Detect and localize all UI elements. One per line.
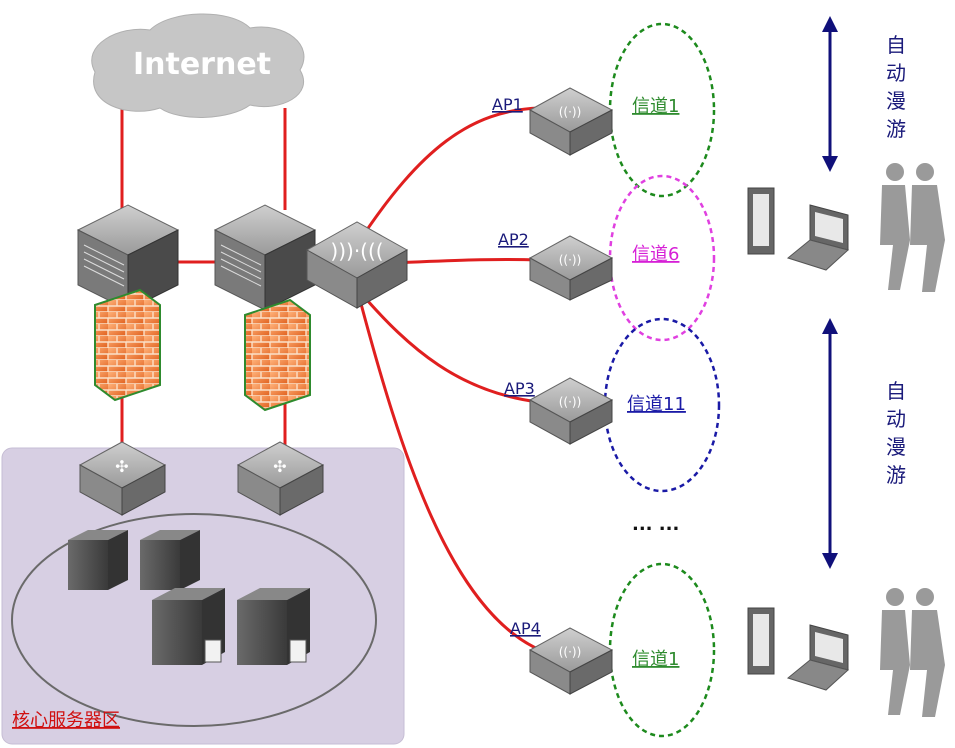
ap3-label: AP3	[504, 379, 535, 398]
server-4-icon	[237, 588, 310, 665]
svg-text:自: 自	[886, 379, 906, 403]
svg-text:动: 动	[886, 407, 906, 431]
svg-text:✣: ✣	[273, 457, 286, 476]
svg-text:✣: ✣	[115, 457, 128, 476]
channel-label-ap3: 信道11	[627, 394, 686, 415]
firewall-right	[244, 298, 311, 412]
people-icon-bottom	[880, 588, 945, 717]
channel-label-ap4: 信道1	[632, 649, 679, 670]
roaming-label-top: 自 动 漫 游	[886, 33, 906, 141]
laptop-icon-bottom	[786, 624, 850, 691]
server-3-icon	[152, 588, 225, 665]
internet-label: Internet	[133, 47, 271, 82]
tablet-icon-top	[747, 187, 775, 255]
svg-text:漫: 漫	[886, 435, 906, 459]
laptop-icon-top	[786, 204, 850, 271]
core-switch-right	[213, 204, 317, 311]
core-switch-left	[76, 204, 180, 311]
tablet-icon-bottom	[747, 607, 775, 675]
wireless-controller-icon: )))·(((	[305, 221, 409, 309]
firewall-left	[94, 288, 161, 402]
svg-text:自: 自	[886, 33, 906, 57]
network-links	[120, 106, 541, 652]
access-switch-left: ✣	[78, 441, 167, 516]
core-zone-label: 核心服务器区	[12, 710, 120, 731]
svg-text:)))·(((: )))·(((	[330, 239, 383, 263]
roaming-arrow-top	[822, 16, 838, 172]
server-1-icon	[68, 530, 128, 590]
svg-text:游: 游	[886, 117, 906, 141]
svg-text:游: 游	[886, 463, 906, 487]
channel-label-ap2: 信道6	[632, 244, 679, 265]
ap4-icon: ((·))	[528, 627, 614, 695]
server-2-icon	[140, 530, 200, 590]
roaming-arrow-bottom	[822, 318, 838, 569]
roaming-label-bottom: 自 动 漫 游	[886, 379, 906, 487]
svg-text:((·)): ((·))	[559, 105, 582, 119]
ap3-icon: ((·))	[528, 377, 614, 445]
svg-text:((·)): ((·))	[559, 253, 582, 267]
ap1-label: AP1	[492, 95, 523, 114]
ap2-label: AP2	[498, 230, 529, 249]
access-switch-right: ✣	[236, 441, 325, 516]
ap4-label: AP4	[510, 619, 541, 638]
svg-text:((·)): ((·))	[559, 395, 582, 409]
ap2-icon: ((·))	[528, 235, 614, 301]
internet-cloud	[91, 13, 305, 118]
svg-text:漫: 漫	[886, 89, 906, 113]
more-aps-ellipsis: ... ...	[632, 514, 679, 535]
channel-coverage-6	[608, 174, 716, 342]
svg-text:动: 动	[886, 61, 906, 85]
channel-label-ap1: 信道1	[632, 96, 679, 117]
people-icon-top	[880, 163, 945, 292]
ap1-icon: ((·))	[528, 87, 614, 156]
svg-text:((·)): ((·))	[559, 645, 582, 659]
